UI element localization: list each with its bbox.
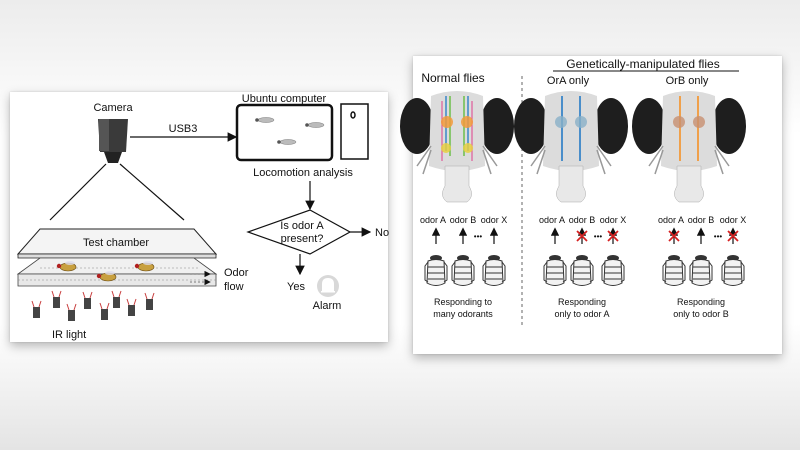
resp3-line2: only to odor B bbox=[673, 309, 729, 319]
fly-icon bbox=[134, 261, 155, 272]
resp2-line2: only to odor A bbox=[554, 309, 609, 319]
resp2-line1: Responding bbox=[558, 297, 606, 307]
ir-led-icon bbox=[126, 298, 137, 316]
alarm-bell-icon bbox=[317, 275, 339, 297]
setup-diagram: Camera USB3 Ubuntu computer Locomotion a… bbox=[16, 93, 389, 341]
ir-led-icon bbox=[82, 291, 93, 309]
no-label: No bbox=[375, 227, 389, 239]
ellipsis: ••• bbox=[714, 232, 723, 241]
normal-brain-icon bbox=[399, 90, 515, 203]
camera-view-right-line bbox=[119, 163, 185, 221]
ellipsis: ••• bbox=[594, 232, 603, 241]
fly-larva-icon bbox=[482, 254, 506, 286]
ir-led-icon bbox=[111, 290, 122, 308]
odor-label: Odor bbox=[224, 267, 249, 279]
ir-led-icon bbox=[31, 300, 42, 318]
odor-x-label: odor X bbox=[481, 215, 508, 225]
chamber-base bbox=[16, 257, 218, 287]
power-button-icon bbox=[350, 111, 356, 119]
test-chamber-lid bbox=[16, 228, 218, 259]
fly-larva-icon bbox=[570, 254, 594, 286]
fly-larva-icon bbox=[543, 254, 567, 286]
usb-label: USB3 bbox=[169, 123, 198, 135]
camera-view-left-line bbox=[49, 163, 107, 221]
orb-only-label: OrB only bbox=[666, 75, 709, 87]
ir-led-icon bbox=[99, 302, 110, 320]
ellipsis: ••• bbox=[474, 232, 483, 241]
odor-b-label: odor B bbox=[450, 215, 477, 225]
odor-a-label: odor A bbox=[658, 215, 684, 225]
ir-light-array bbox=[31, 290, 155, 321]
odor-x-label: odor X bbox=[720, 215, 747, 225]
odor-a-label: odor A bbox=[420, 215, 446, 225]
fly-comparison-diagram: Genetically-manipulated flies Normal fli… bbox=[399, 57, 747, 326]
fly-comparison-panel: Genetically-manipulated flies Normal fli… bbox=[399, 56, 782, 354]
fly-larva-icon bbox=[721, 254, 745, 286]
odor-flow-arrows bbox=[190, 270, 211, 286]
ora-only-label: OrA only bbox=[547, 75, 590, 87]
odor-x-label: odor X bbox=[600, 215, 627, 225]
fly-larva-icon bbox=[689, 254, 713, 286]
fly-icon bbox=[56, 261, 77, 272]
fly-larva-icon bbox=[662, 254, 686, 286]
odor-b-label: odor B bbox=[569, 215, 596, 225]
resp1-line2: many odorants bbox=[433, 309, 493, 319]
flow-label: flow bbox=[224, 281, 244, 293]
tracked-fly-icon bbox=[255, 117, 275, 123]
tracked-fly-icon bbox=[305, 122, 325, 128]
camera-icon bbox=[98, 119, 128, 163]
decision-line1: Is odor A bbox=[280, 220, 324, 232]
ora-brain-icon bbox=[513, 90, 629, 203]
normal-flies-label: Normal flies bbox=[421, 71, 484, 85]
resp3-line1: Responding bbox=[677, 297, 725, 307]
camera-label: Camera bbox=[93, 102, 133, 114]
yes-label: Yes bbox=[287, 281, 305, 293]
fly-larva-icon bbox=[451, 254, 475, 286]
decision-line2: present? bbox=[281, 233, 324, 245]
monitor-icon bbox=[235, 103, 334, 162]
resp1-line1: Responding to bbox=[434, 297, 492, 307]
ir-led-icon bbox=[144, 292, 155, 310]
orb-brain-icon bbox=[631, 90, 747, 203]
fly-icon bbox=[96, 271, 117, 282]
test-chamber-label: Test chamber bbox=[83, 237, 149, 249]
tracked-fly-icon bbox=[277, 139, 297, 145]
computer-label: Ubuntu computer bbox=[242, 93, 327, 105]
ir-led-icon bbox=[66, 303, 77, 321]
odor-b-label: odor B bbox=[688, 215, 715, 225]
locomotion-label: Locomotion analysis bbox=[253, 167, 353, 179]
odor-a-label: odor A bbox=[539, 215, 565, 225]
ir-led-icon bbox=[51, 290, 62, 308]
experimental-setup-panel: Camera USB3 Ubuntu computer Locomotion a… bbox=[10, 92, 389, 342]
alarm-label: Alarm bbox=[313, 300, 342, 312]
fly-larva-icon bbox=[601, 254, 625, 286]
gm-title: Genetically-manipulated flies bbox=[566, 57, 719, 71]
fly-larva-icon bbox=[424, 254, 448, 286]
ir-light-label: IR light bbox=[52, 329, 86, 341]
decision-diamond bbox=[246, 209, 352, 255]
